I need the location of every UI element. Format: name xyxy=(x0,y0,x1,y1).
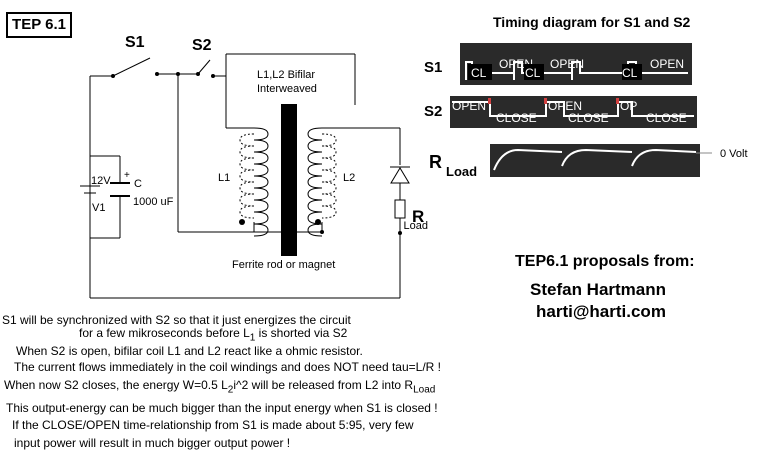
timing-r-label: R xyxy=(429,152,442,172)
r-load-main: R xyxy=(412,207,424,226)
cap-name: C xyxy=(134,178,142,190)
desc-line-8: input power will result in much bigger o… xyxy=(14,436,291,450)
s2-seg-4: OP xyxy=(620,99,637,113)
ferrite-core xyxy=(281,104,297,256)
desc-line-7: If the CLOSE/OPEN time-relationship from… xyxy=(12,418,414,432)
r-load-sub: Load xyxy=(404,220,428,232)
timing-r-sub: Load xyxy=(446,164,478,179)
s1-seg-3: OPEN xyxy=(550,57,584,71)
timing-traces: CL OPEN CL OPEN CL OPEN OPEN CLOSE OPEN … xyxy=(450,43,712,177)
s2-seg-5: CLOSE xyxy=(646,111,687,125)
desc-line-3: When S2 is open, bifilar coil L1 and L2 … xyxy=(16,344,363,358)
resistor xyxy=(394,199,406,219)
credits-line2: Stefan Hartmann xyxy=(530,280,667,299)
battery-name: V1 xyxy=(92,202,105,214)
coil-note-2: Interweaved xyxy=(257,83,317,95)
l2-label: L2 xyxy=(343,172,355,184)
diode xyxy=(390,166,410,184)
desc-line-1: S1 will be synchronized with S2 so that … xyxy=(2,313,351,327)
zero-volt-label: 0 Volt xyxy=(720,148,748,160)
s1-seg-2: CL xyxy=(525,66,541,80)
circuit-schematic: S1 S2 L1,L2 Bifilar Interweaved 12V V1 +… xyxy=(80,34,428,299)
desc-line-2: for a few mikroseconds before L1 is shor… xyxy=(79,326,348,344)
s2-trace-bg xyxy=(450,96,697,128)
credits-line1: TEP6.1 proposals from: xyxy=(515,253,695,270)
s2-label: S2 xyxy=(192,37,212,54)
core-label: Ferrite rod or magnet xyxy=(232,259,335,271)
s2-seg-3: CLOSE xyxy=(568,111,609,125)
s1-label: S1 xyxy=(125,34,145,51)
s1-seg-4: CL xyxy=(622,66,638,80)
s2-seg-2: OPEN xyxy=(548,99,582,113)
battery-voltage: 12V xyxy=(91,175,111,187)
rload-trace-bg xyxy=(490,144,700,177)
cap-plus: + xyxy=(124,170,130,181)
desc-line-5: When now S2 closes, the energy W=0.5 L2i… xyxy=(4,378,436,396)
desc-line-4: The current flows immediately in the coi… xyxy=(14,360,441,374)
timing-s1-label: S1 xyxy=(424,59,443,76)
s2-seg-0: OPEN xyxy=(452,99,486,113)
s1-trace-bg xyxy=(460,43,692,85)
s2-seg-1: CLOSE xyxy=(496,111,537,125)
l1-label: L1 xyxy=(218,172,230,184)
s1-seg-0: CL xyxy=(471,66,487,80)
coil-l2 xyxy=(307,127,337,237)
timing-title: Timing diagram for S1 and S2 xyxy=(493,14,691,30)
s1-seg-5: OPEN xyxy=(650,57,684,71)
credits-line3: harti@harti.com xyxy=(536,302,666,321)
title-box: TEP 6.1 xyxy=(6,12,72,38)
coil-note-1: L1,L2 Bifilar xyxy=(257,69,315,81)
coil-l1 xyxy=(239,127,269,237)
timing-s2-label: S2 xyxy=(424,103,443,120)
page-title: TEP 6.1 xyxy=(12,16,66,33)
desc-line-6: This output-energy can be much bigger th… xyxy=(6,401,438,415)
cap-value: 1000 uF xyxy=(133,196,174,208)
